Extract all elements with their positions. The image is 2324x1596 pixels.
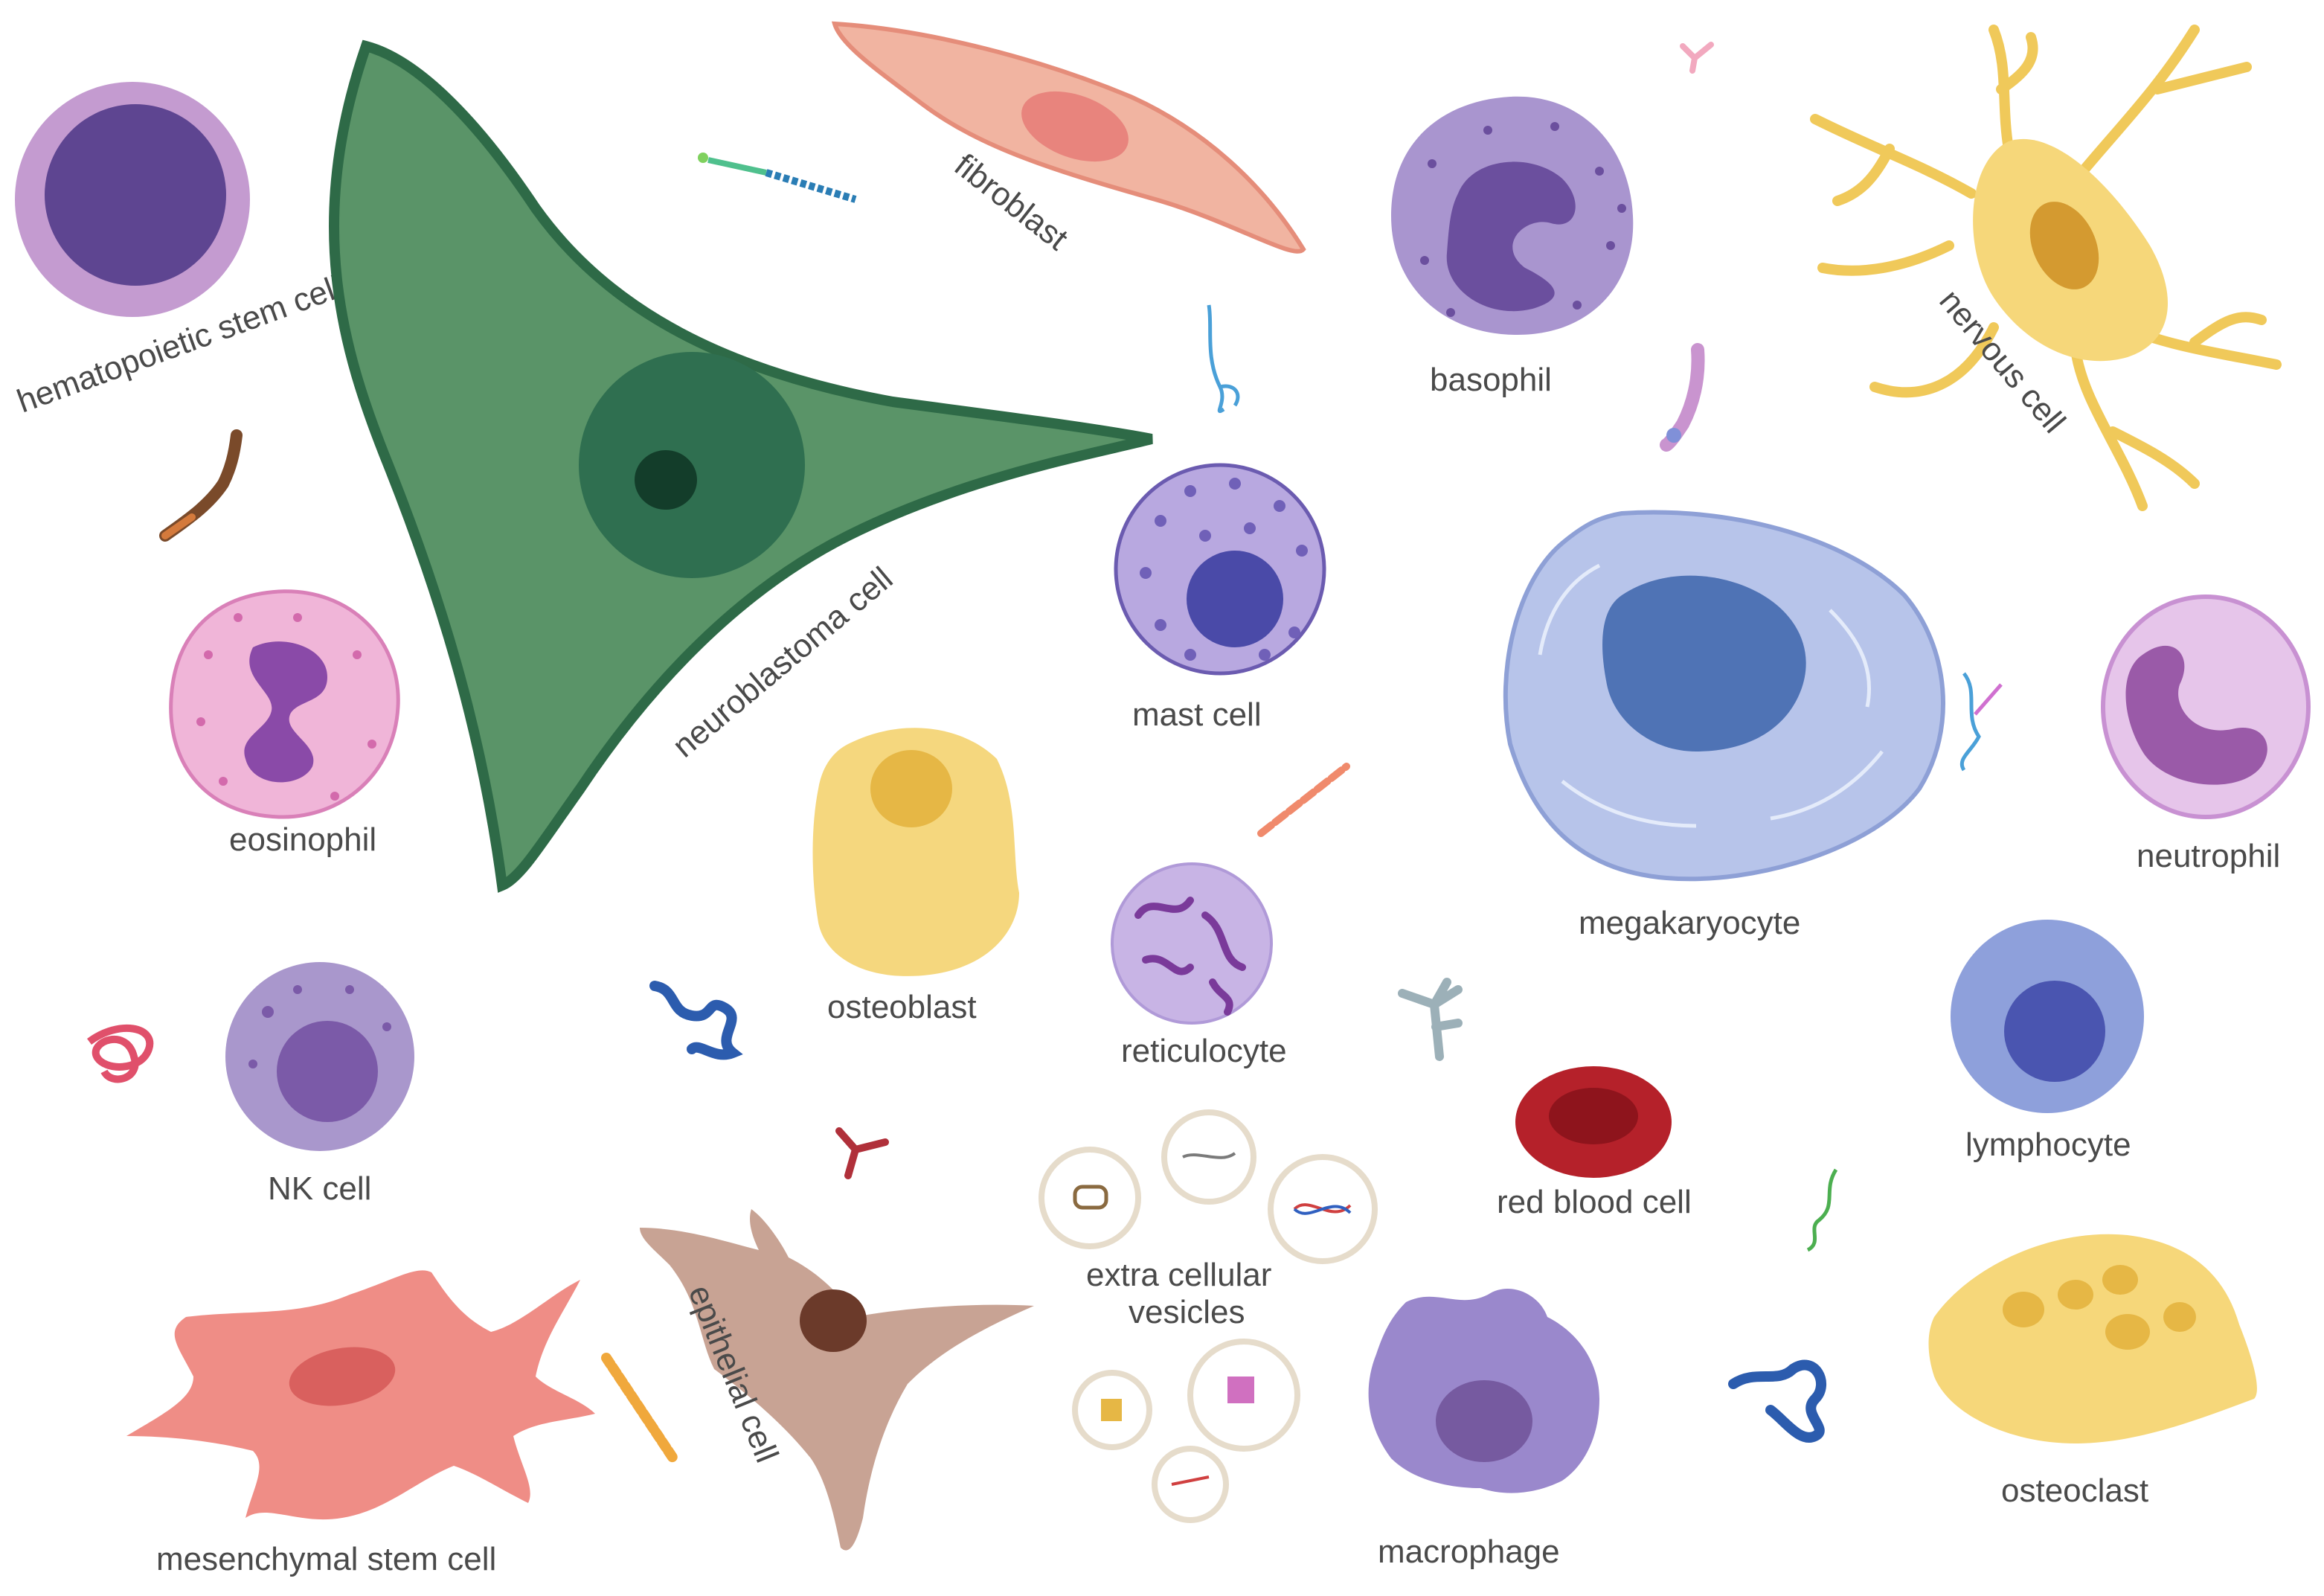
megakaryocyte-nucleus <box>1602 575 1806 751</box>
mast-cell <box>1114 463 1326 676</box>
osteoblast-nucleus <box>870 750 952 827</box>
extracellular-vesicles <box>1039 1109 1378 1523</box>
nk-cell-granules <box>248 985 391 1068</box>
lymphocyte-nucleus <box>2004 981 2105 1082</box>
vesicle-cargo <box>1073 1152 1352 1486</box>
dna-segment-icon <box>1257 763 1350 837</box>
osteoclast <box>1928 1234 2257 1443</box>
vesicle-6 <box>1152 1446 1229 1523</box>
label-nk-cell: NK cell <box>268 1170 371 1207</box>
reticulocyte <box>1111 862 1273 1025</box>
label-mesenchymal-stem-cell: mesenchymal stem cell <box>156 1541 496 1577</box>
basophil-nucleus <box>1446 161 1576 312</box>
brown-bead-chain-icon <box>159 429 243 542</box>
hsc-nucleus <box>45 104 226 286</box>
label-lymphocyte: lymphocyte <box>1965 1127 2131 1163</box>
basophil <box>1391 96 1634 335</box>
rna-strand-icon <box>1207 304 1240 414</box>
nk-cell-nucleus <box>277 1021 378 1122</box>
green-squiggle-icon <box>1806 1168 1838 1252</box>
neutrophil <box>2101 595 2311 819</box>
label-macrophage: macrophage <box>1378 1533 1560 1570</box>
red-knot-icon <box>87 1024 154 1083</box>
fibroblast <box>831 21 1306 254</box>
mesenchymal-stem-cell <box>126 1270 595 1520</box>
reticulocyte-body <box>1111 862 1273 1025</box>
label-eosinophil: eosinophil <box>229 821 376 858</box>
osteoclast-nuclei <box>2003 1265 2196 1350</box>
antibody-icon-pink <box>1680 42 1714 74</box>
mast-cell-nucleus <box>1187 551 1283 647</box>
macrophage-nucleus <box>1436 1380 1532 1462</box>
epithelial-cell <box>640 1209 1034 1551</box>
label-reticulocyte: reticulocyte <box>1121 1033 1287 1069</box>
label-mast-cell: mast cell <box>1132 696 1262 733</box>
peptide-chain-icon <box>698 153 857 203</box>
blue-coil-icon <box>649 981 743 1060</box>
macrophage <box>1368 1288 1599 1493</box>
neutrophil-nucleus <box>2125 645 2267 785</box>
rbc-center <box>1549 1088 1638 1144</box>
rna-strand-icon-2 <box>1960 672 2003 772</box>
vesicle-1 <box>1039 1147 1141 1249</box>
purple-bead-chain-icon <box>1660 343 1705 452</box>
eosinophil-nucleus <box>244 641 327 783</box>
eosinophil <box>169 589 400 819</box>
basophil-granules <box>1420 122 1626 317</box>
red-blood-cell <box>1515 1066 1672 1178</box>
label-osteoclast: osteoclast <box>2001 1472 2148 1509</box>
antibody-icon-red <box>835 1127 889 1179</box>
nervous-cell <box>1810 25 2282 511</box>
fibroblast-nucleus <box>1021 91 1129 162</box>
hematopoietic-stem-cell <box>15 82 250 317</box>
receptor-icon <box>1398 978 1463 1061</box>
lymphocyte <box>1951 920 2144 1113</box>
epithelial-nucleus <box>800 1289 867 1352</box>
mast-cell-granules <box>1140 478 1308 661</box>
neuroblastoma-nucleolus <box>635 450 697 510</box>
nervous-cell-nucleus <box>2029 202 2099 289</box>
megakaryocyte-membrane-lines <box>1538 563 1884 828</box>
epithelial-body <box>640 1209 1034 1551</box>
mesenchymal-nucleus <box>289 1347 396 1406</box>
osteoblast <box>812 728 1019 976</box>
nk-cell <box>225 962 414 1151</box>
label-osteoblast: osteoblast <box>827 989 977 1025</box>
label-neutrophil: neutrophil <box>2137 838 2280 874</box>
blue-coil-icon-2 <box>1728 1359 1827 1443</box>
label-megakaryocyte: megakaryocyte <box>1579 905 1800 941</box>
eosinophil-granules <box>196 613 376 801</box>
label-extracellular-vesicles-line1: extra cellular <box>1086 1257 1271 1293</box>
megakaryocyte <box>1503 510 1945 882</box>
reticulocyte-rna-network <box>1134 897 1246 1016</box>
osteoclast-body <box>1928 1234 2257 1443</box>
label-red-blood-cell: red blood cell <box>1497 1184 1692 1220</box>
neuroblastoma-cell <box>329 39 1153 893</box>
label-basophil: basophil <box>1430 362 1552 398</box>
orange-bead-chain-icon <box>601 1353 678 1464</box>
label-extracellular-vesicles-line2: vesicles <box>1129 1294 1245 1330</box>
osteoblast-body <box>812 728 1019 976</box>
